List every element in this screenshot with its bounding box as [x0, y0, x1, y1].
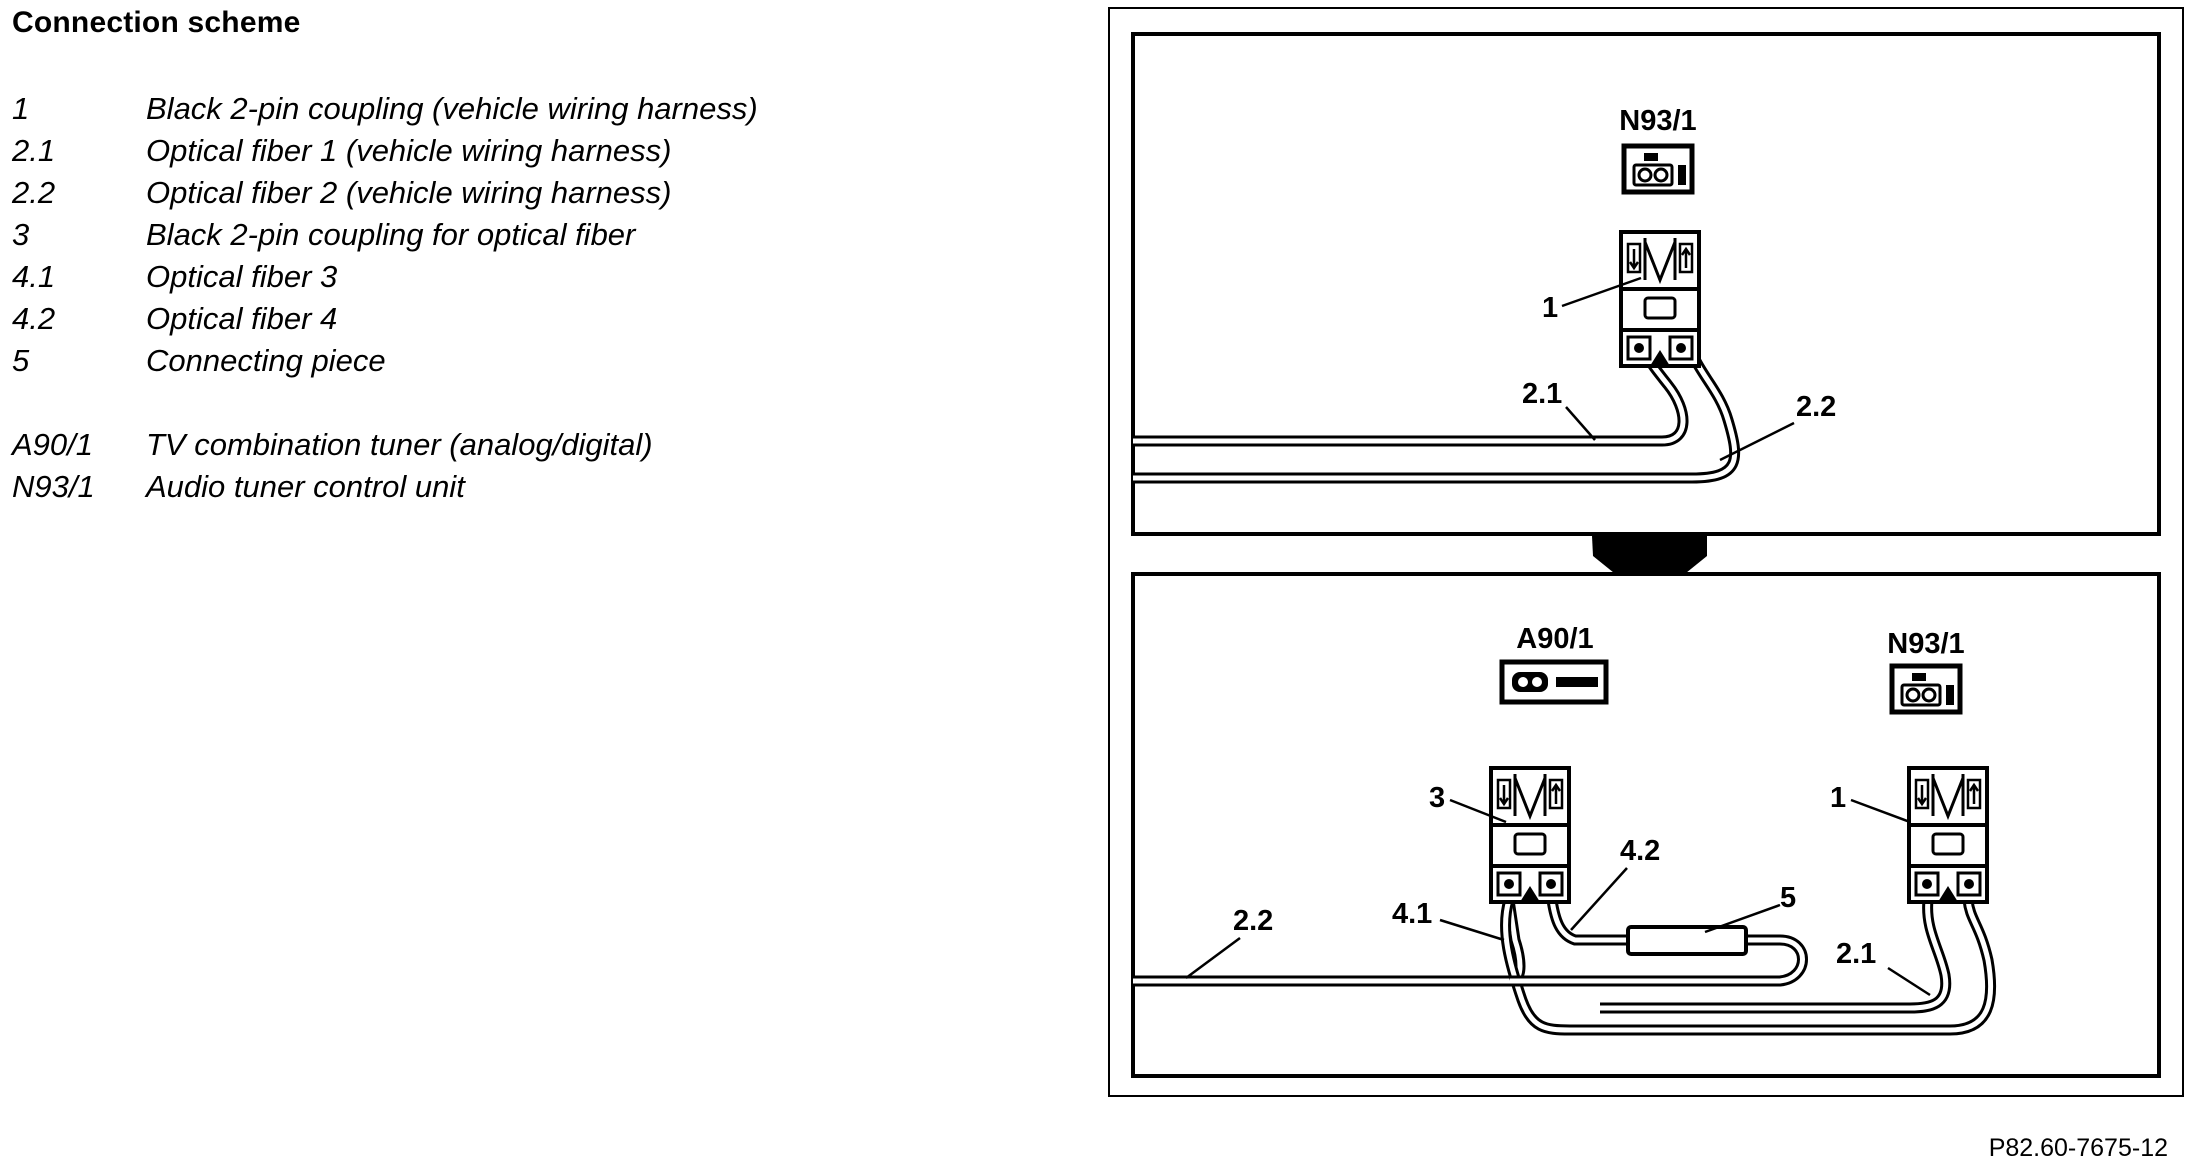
legend-description: Black 2-pin coupling for optical fiber — [146, 217, 636, 252]
callout-2-2: 2.2 — [1796, 391, 1836, 423]
legend-description: Optical fiber 2 (vehicle wiring harness) — [146, 175, 672, 210]
figure-reference: P82.60-7675-12 — [1988, 1134, 2168, 1162]
tv-tuner-icon — [1499, 659, 1609, 705]
component-item: A90/1 TV combination tuner (analog/digita… — [12, 424, 1072, 466]
component-code: N93/1 — [12, 469, 95, 504]
audio-tuner-icon — [1624, 146, 1692, 192]
legend-description: Optical fiber 1 (vehicle wiring harness) — [146, 133, 672, 168]
legend-item: 4.1 Optical fiber 3 — [12, 256, 1072, 298]
legend-description: Connecting piece — [146, 343, 386, 378]
callout-3: 3 — [1429, 782, 1445, 814]
legend-description: Optical fiber 3 — [146, 259, 338, 294]
legend-item: 4.2 Optical fiber 4 — [12, 298, 1072, 340]
black-coupling-3 — [1489, 766, 1571, 904]
legend-item: 3 Black 2-pin coupling for optical fiber — [12, 214, 1072, 256]
legend-item: 2.1 Optical fiber 1 (vehicle wiring harne… — [12, 130, 1072, 172]
top-panel: N93/1 1 2.1 2.2 — [1131, 32, 2161, 536]
legend-code: 4.1 — [12, 259, 56, 294]
bottom-unit-label-left: A90/1 — [1516, 623, 1593, 655]
legend-code: 4.2 — [12, 301, 56, 336]
legend-code: 5 — [12, 343, 30, 378]
callout-4-1: 4.1 — [1392, 898, 1432, 930]
bottom-unit-label-right: N93/1 — [1887, 628, 1964, 660]
bottom-panel: A90/1 N93/1 3 1 — [1131, 572, 2161, 1078]
legend-description: Black 2-pin coupling (vehicle wiring har… — [146, 91, 758, 126]
callout-4-2: 4.2 — [1620, 835, 1660, 867]
legend-item: 1 Black 2-pin coupling (vehicle wiring ha… — [12, 88, 1072, 130]
top-unit-label: N93/1 — [1619, 105, 1696, 137]
legend-item: 5 Connecting piece — [12, 340, 1072, 382]
section-heading: Connection scheme — [12, 6, 301, 39]
legend-code: 2.1 — [12, 133, 56, 168]
down-arrow-icon — [1592, 536, 1707, 602]
callout-2-2-bottom: 2.2 — [1233, 905, 1273, 937]
callout-2-1-bottom: 2.1 — [1836, 938, 1876, 970]
legend-list: 1 Black 2-pin coupling (vehicle wiring ha… — [12, 88, 1072, 508]
component-description: Audio tuner control unit — [146, 469, 465, 504]
black-coupling-1 — [1907, 766, 1989, 904]
legend-code: 2.2 — [12, 175, 56, 210]
callout-1-bottom: 1 — [1830, 782, 1846, 814]
callout-1: 1 — [1542, 292, 1558, 324]
callout-2-1: 2.1 — [1522, 378, 1562, 410]
legend-item: 2.2 Optical fiber 2 (vehicle wiring harne… — [12, 172, 1072, 214]
component-description: TV combination tuner (analog/digital) — [146, 427, 653, 462]
legend-code: 1 — [12, 91, 30, 126]
legend-description: Optical fiber 4 — [146, 301, 338, 336]
audio-tuner-icon — [1892, 666, 1960, 712]
component-code: A90/1 — [12, 427, 94, 462]
callout-5: 5 — [1780, 882, 1796, 914]
connecting-piece — [1626, 925, 1748, 956]
black-coupling-1 — [1619, 230, 1701, 368]
component-item: N93/1 Audio tuner control unit — [12, 466, 1072, 508]
legend-code: 3 — [12, 217, 30, 252]
